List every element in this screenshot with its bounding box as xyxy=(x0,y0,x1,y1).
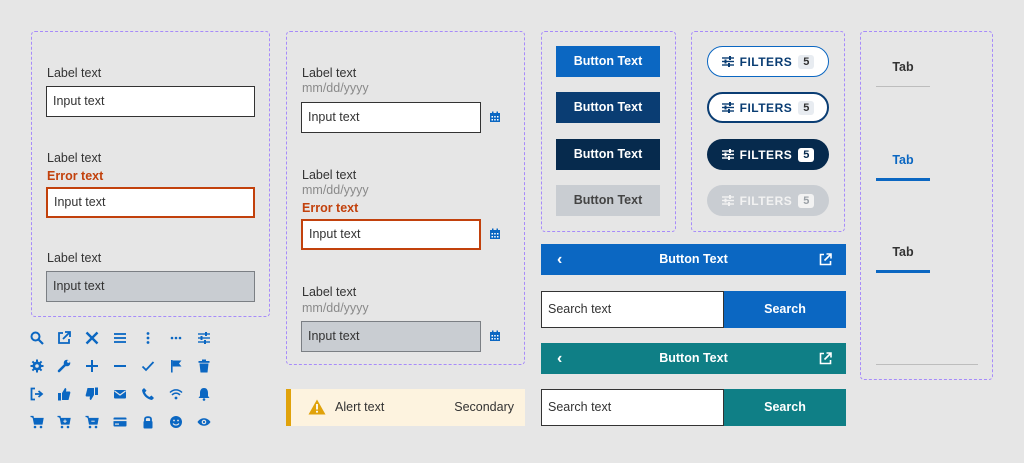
tab-default[interactable]: Tab xyxy=(892,60,914,74)
search-bar-teal: Search text Search xyxy=(541,389,846,426)
search-bar-primary: Search text Search xyxy=(541,291,846,328)
credit-card-icon xyxy=(113,415,127,429)
calendar-icon[interactable] xyxy=(489,111,501,123)
warning-icon xyxy=(308,399,326,415)
tab-underline xyxy=(876,86,930,87)
tab-underline-active xyxy=(876,178,930,181)
thumbs-up-icon xyxy=(57,387,71,401)
check-icon xyxy=(141,359,155,373)
dark-button[interactable]: Button Text xyxy=(556,139,660,170)
calendar-icon xyxy=(490,330,500,341)
search-input[interactable]: Search text xyxy=(541,291,724,328)
gear-icon xyxy=(30,359,44,373)
field-label: Label text xyxy=(302,168,357,182)
menu-icon xyxy=(113,331,127,345)
filter-label: FILTERS xyxy=(739,100,793,115)
search-button[interactable]: Search xyxy=(724,291,846,328)
chevron-left-icon[interactable]: ‹ xyxy=(557,350,563,367)
tab-hover[interactable]: Tab xyxy=(892,245,914,259)
sliders-icon xyxy=(197,331,211,345)
nav-bar-title: Button Text xyxy=(659,252,728,266)
tab-list-divider xyxy=(876,364,978,365)
cart-add-icon xyxy=(57,415,71,429)
wifi-icon xyxy=(169,387,183,401)
sliders-icon xyxy=(721,149,734,160)
wrench-icon xyxy=(57,359,71,373)
chevron-left-icon[interactable]: ‹ xyxy=(557,251,563,268)
tab-underline-hover xyxy=(876,270,930,273)
external-link-icon xyxy=(57,331,71,345)
sliders-icon xyxy=(721,195,734,206)
sign-out-icon xyxy=(30,387,44,401)
filter-label: FILTERS xyxy=(739,54,793,69)
filter-button-outline-dark[interactable]: FILTERS 5 xyxy=(707,92,829,123)
mail-icon xyxy=(113,387,127,401)
tabs-panel xyxy=(860,31,993,380)
flag-icon xyxy=(169,359,183,373)
date-format-hint: mm/dd/yyyy xyxy=(302,301,369,315)
external-link-icon[interactable] xyxy=(819,253,832,266)
alert-secondary-link[interactable]: Secondary xyxy=(454,400,514,414)
navy-button[interactable]: Button Text xyxy=(556,92,660,123)
calendar-icon[interactable] xyxy=(489,228,501,240)
filter-label: FILTERS xyxy=(739,193,793,208)
filter-count-badge: 5 xyxy=(798,193,815,208)
date-format-hint: mm/dd/yyyy xyxy=(302,81,369,95)
phone-icon xyxy=(141,387,155,401)
button-panel xyxy=(541,31,676,232)
search-input[interactable]: Search text xyxy=(541,389,724,426)
trash-icon xyxy=(197,359,211,373)
sliders-icon xyxy=(721,56,734,67)
field-label: Label text xyxy=(302,66,357,80)
filter-count-badge: 5 xyxy=(798,100,815,115)
text-input-default[interactable]: Input text xyxy=(46,86,255,117)
filter-button-filled[interactable]: FILTERS 5 xyxy=(707,139,829,170)
nav-bar-primary: ‹ Button Text xyxy=(541,244,846,275)
search-button[interactable]: Search xyxy=(724,389,846,426)
field-label: Label text xyxy=(47,151,102,165)
more-horizontal-icon xyxy=(169,331,183,345)
sliders-icon xyxy=(721,102,734,113)
alert-text: Alert text xyxy=(335,400,385,414)
filter-button-disabled: FILTERS 5 xyxy=(707,185,829,216)
disabled-button: Button Text xyxy=(556,185,660,216)
date-input-disabled: Input text xyxy=(301,321,481,352)
external-link-icon[interactable] xyxy=(819,352,832,365)
bell-icon xyxy=(197,387,211,401)
error-message: Error text xyxy=(47,169,104,183)
text-input-disabled: Input text xyxy=(46,271,255,302)
field-label: Label text xyxy=(302,285,357,299)
filter-label: FILTERS xyxy=(739,147,793,162)
filter-count-badge: 5 xyxy=(798,147,815,162)
filter-panel xyxy=(691,31,845,232)
primary-button[interactable]: Button Text xyxy=(556,46,660,77)
date-format-hint: mm/dd/yyyy xyxy=(302,183,369,197)
cart-remove-icon xyxy=(85,415,99,429)
thumbs-down-icon xyxy=(85,387,99,401)
error-message: Error text xyxy=(302,201,359,215)
filter-count-badge: 5 xyxy=(798,54,815,69)
lock-icon xyxy=(141,415,155,429)
eye-icon xyxy=(197,415,211,429)
smiley-icon xyxy=(169,415,183,429)
alert-banner: Alert text Secondary xyxy=(286,389,525,426)
nav-bar-title: Button Text xyxy=(659,351,728,365)
cart-icon xyxy=(30,415,44,429)
text-input-error[interactable]: Input text xyxy=(46,187,255,218)
plus-icon xyxy=(85,359,99,373)
text-input-panel xyxy=(31,31,270,317)
date-input-panel xyxy=(286,31,525,365)
minus-icon xyxy=(113,359,127,373)
nav-bar-teal: ‹ Button Text xyxy=(541,343,846,374)
close-icon xyxy=(85,331,99,345)
date-input-error[interactable]: Input text xyxy=(301,219,481,250)
date-input-default[interactable]: Input text xyxy=(301,102,481,133)
field-label: Label text xyxy=(47,251,102,265)
filter-button-outline[interactable]: FILTERS 5 xyxy=(707,46,829,77)
search-icon xyxy=(30,331,44,345)
tab-active[interactable]: Tab xyxy=(892,153,914,167)
more-vertical-icon xyxy=(141,331,155,345)
field-label: Label text xyxy=(47,66,102,80)
